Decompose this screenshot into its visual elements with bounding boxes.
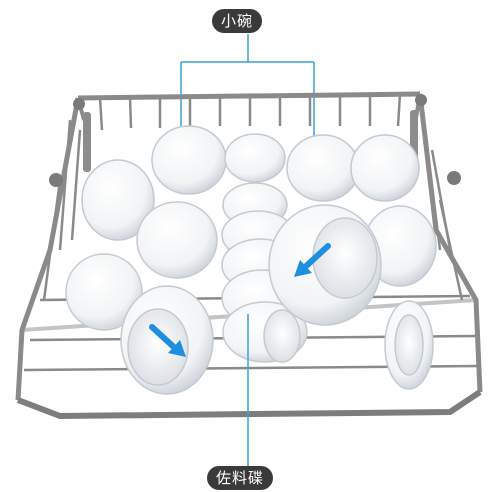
sauce-dish-label: 佐料碟 bbox=[207, 466, 274, 490]
arrow-down-left-icon bbox=[294, 243, 331, 277]
arrow-down-right-icon bbox=[149, 324, 186, 357]
small-bowls bbox=[65, 125, 437, 390]
small-bowls-label: 小碗 bbox=[212, 9, 263, 33]
